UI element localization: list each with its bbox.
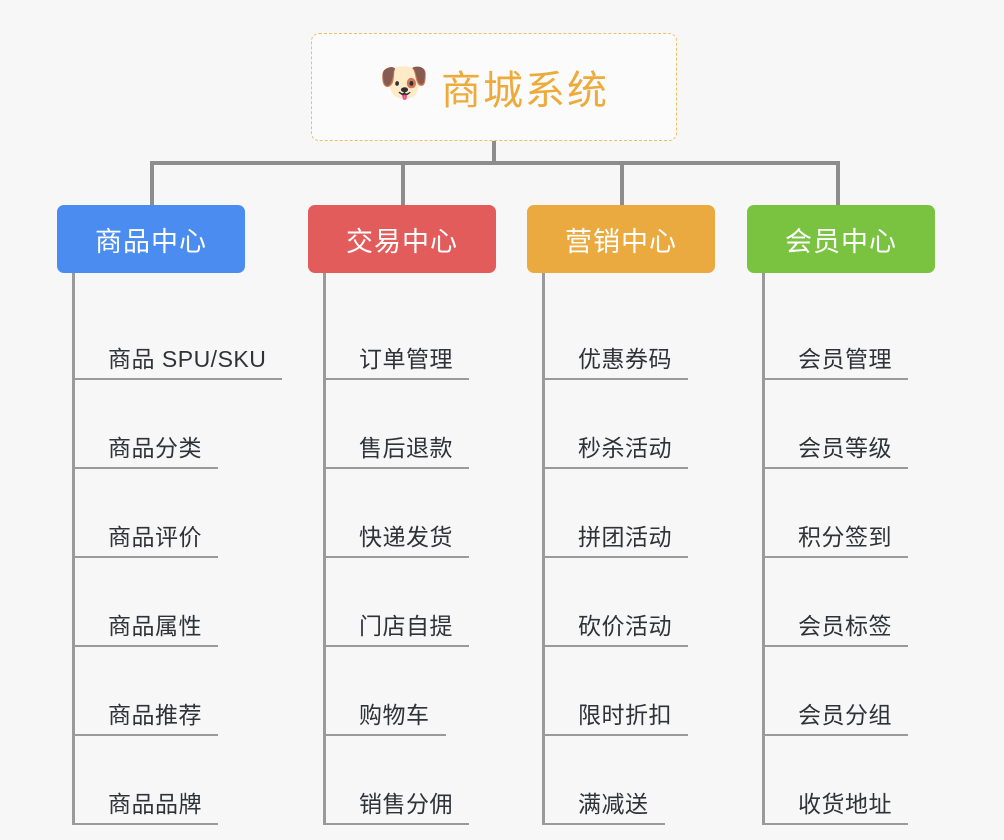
category-label-1: 商品中心 [95, 226, 207, 257]
root-node[interactable]: 🐶 商城系统 [311, 33, 677, 141]
list-item[interactable]: 商品推荐 [75, 647, 245, 736]
leaf-label: 收货地址 [798, 791, 892, 817]
list-item[interactable]: 会员分组 [765, 647, 935, 736]
connector-drop-4 [836, 161, 840, 205]
leaf-label: 限时折扣 [578, 702, 672, 728]
branch-rail-1: 商品 SPU/SKU 商品分类 商品评价 商品属性 商品推荐 商品品牌 [72, 273, 283, 825]
category-box-4[interactable]: 会员中心 [747, 205, 935, 273]
leaf-label: 积分签到 [798, 524, 892, 550]
leaf-label: 会员标签 [798, 613, 892, 639]
category-column-3: 营销中心 优惠券码 秒杀活动 拼团活动 砍价活动 限时折扣 满减送 [527, 205, 715, 825]
leaf-label: 订单管理 [359, 346, 453, 372]
list-item[interactable]: 快递发货 [326, 469, 496, 558]
category-column-2: 交易中心 订单管理 售后退款 快递发货 门店自提 购物车 销售分佣 [308, 205, 496, 825]
leaf-label: 销售分佣 [359, 791, 453, 817]
leaf-label: 商品评价 [108, 524, 202, 550]
branch-rail-4: 会员管理 会员等级 积分签到 会员标签 会员分组 收货地址 [762, 273, 935, 825]
list-item[interactable]: 优惠券码 [545, 291, 715, 380]
leaf-label: 购物车 [359, 702, 430, 728]
list-item[interactable]: 商品 SPU/SKU [75, 291, 283, 380]
list-item[interactable]: 门店自提 [326, 558, 496, 647]
list-item[interactable]: 积分签到 [765, 469, 935, 558]
list-item[interactable]: 拼团活动 [545, 469, 715, 558]
list-item[interactable]: 限时折扣 [545, 647, 715, 736]
dog-face-icon: 🐶 [379, 61, 429, 105]
list-item[interactable]: 满减送 [545, 736, 715, 825]
category-label-2: 交易中心 [346, 226, 458, 257]
connector-drop-1 [150, 161, 154, 205]
list-item[interactable]: 商品分类 [75, 380, 245, 469]
list-item[interactable]: 订单管理 [326, 291, 496, 380]
category-column-1: 商品中心 商品 SPU/SKU 商品分类 商品评价 商品属性 商品推荐 商品品牌 [57, 205, 283, 825]
leaf-label: 门店自提 [359, 613, 453, 639]
list-item[interactable]: 会员管理 [765, 291, 935, 380]
branch-rail-2: 订单管理 售后退款 快递发货 门店自提 购物车 销售分佣 [323, 273, 496, 825]
leaf-label: 秒杀活动 [578, 435, 672, 461]
leaf-label: 商品推荐 [108, 702, 202, 728]
leaf-label: 商品属性 [108, 613, 202, 639]
list-item[interactable]: 购物车 [326, 647, 496, 736]
list-item[interactable]: 会员标签 [765, 558, 935, 647]
leaf-label: 会员等级 [798, 435, 892, 461]
root-title: 商城系统 [441, 69, 609, 113]
leaf-label: 快递发货 [359, 524, 453, 550]
branch-rail-3: 优惠券码 秒杀活动 拼团活动 砍价活动 限时折扣 满减送 [542, 273, 715, 825]
connector-horizontal-bus [150, 161, 840, 165]
leaf-label: 商品品牌 [108, 791, 202, 817]
leaf-label: 砍价活动 [578, 613, 672, 639]
connector-root-stem [492, 141, 496, 163]
leaf-label: 优惠券码 [578, 346, 672, 372]
list-item[interactable]: 商品评价 [75, 469, 245, 558]
list-item[interactable]: 销售分佣 [326, 736, 496, 825]
category-column-4: 会员中心 会员管理 会员等级 积分签到 会员标签 会员分组 收货地址 [747, 205, 935, 825]
list-item[interactable]: 秒杀活动 [545, 380, 715, 469]
leaf-label: 满减送 [578, 791, 649, 817]
list-item[interactable]: 收货地址 [765, 736, 935, 825]
list-item[interactable]: 商品属性 [75, 558, 245, 647]
list-item[interactable]: 售后退款 [326, 380, 496, 469]
leaf-label: 拼团活动 [578, 524, 672, 550]
leaf-label: 会员管理 [798, 346, 892, 372]
list-item[interactable]: 会员等级 [765, 380, 935, 469]
leaf-label: 商品分类 [108, 435, 202, 461]
list-item[interactable]: 商品品牌 [75, 736, 245, 825]
leaf-label: 商品 SPU/SKU [108, 346, 267, 372]
list-item[interactable]: 砍价活动 [545, 558, 715, 647]
category-box-3[interactable]: 营销中心 [527, 205, 715, 273]
leaf-label: 会员分组 [798, 702, 892, 728]
leaf-label: 售后退款 [359, 435, 453, 461]
connector-drop-2 [401, 161, 405, 205]
category-label-4: 会员中心 [785, 226, 897, 257]
category-label-3: 营销中心 [565, 226, 677, 257]
category-box-1[interactable]: 商品中心 [57, 205, 245, 273]
category-box-2[interactable]: 交易中心 [308, 205, 496, 273]
connector-drop-3 [620, 161, 624, 205]
